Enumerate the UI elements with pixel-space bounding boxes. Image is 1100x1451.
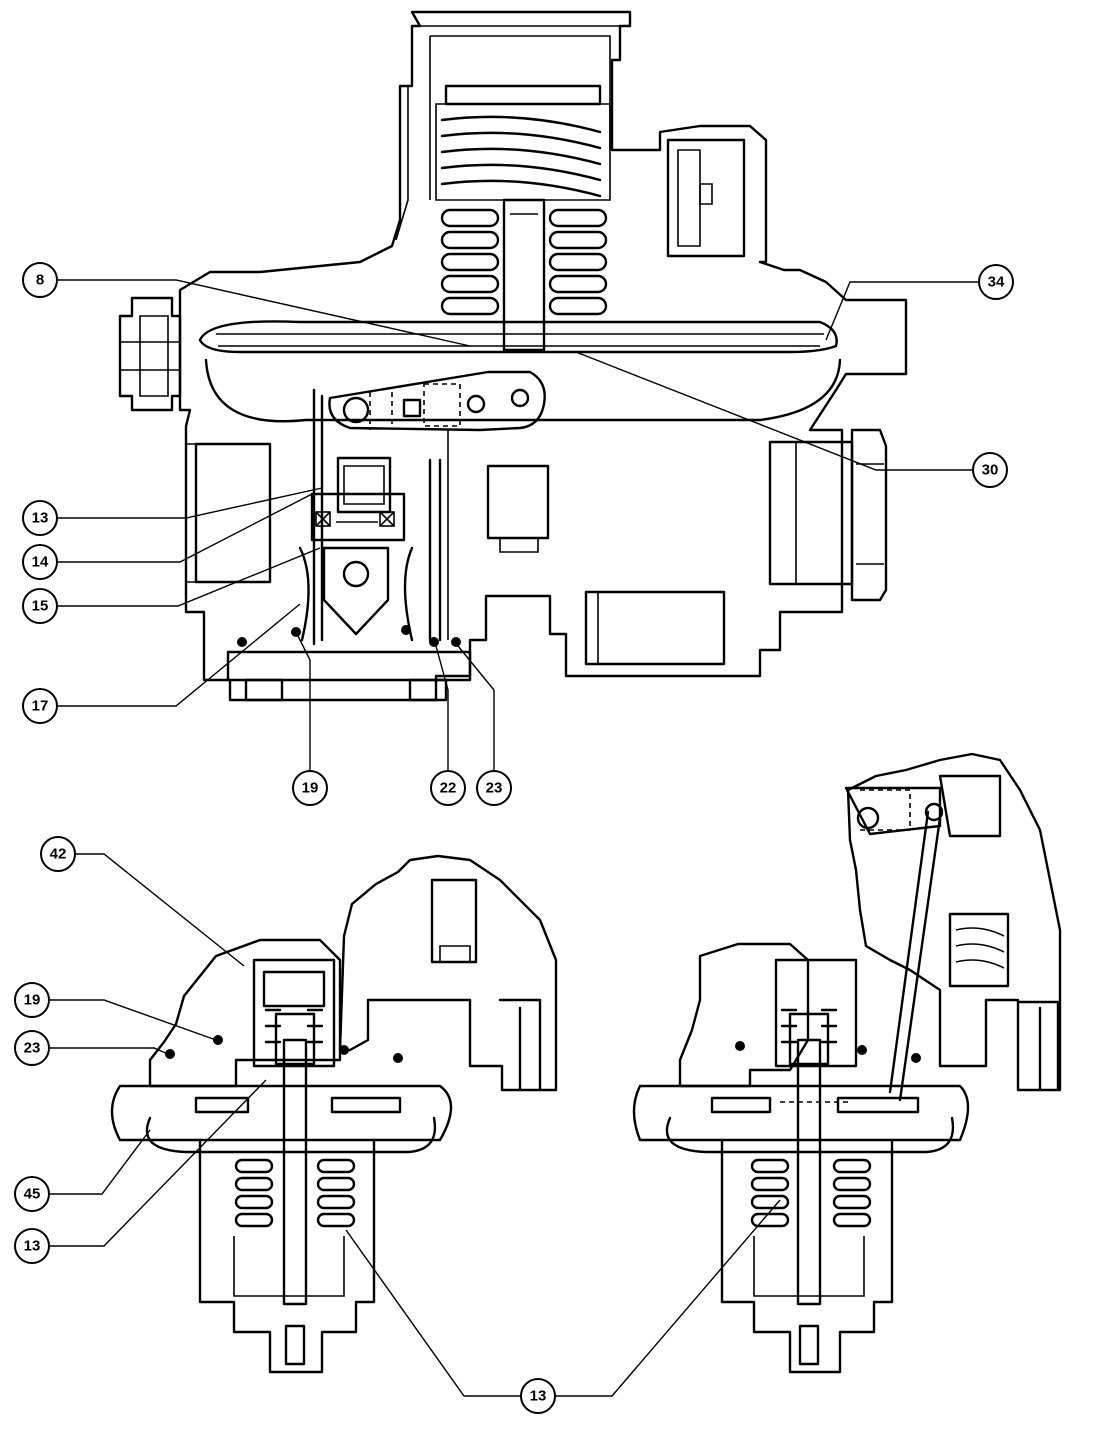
main-regulator-section (118, 10, 908, 702)
right-detail-section (632, 752, 1062, 1374)
inner-spring (440, 208, 608, 316)
callout-22: 22 (430, 770, 466, 806)
callout-19: 19 (14, 982, 50, 1018)
left-detail-section (110, 854, 558, 1374)
valve-assembly (298, 456, 414, 642)
callout-label: 14 (32, 554, 49, 571)
callout-label: 34 (988, 274, 1005, 291)
callout-13: 13 (22, 500, 58, 536)
callout-8: 8 (22, 262, 58, 298)
inlet-nut (768, 428, 888, 602)
callout-label: 15 (32, 598, 49, 615)
main-spring (440, 115, 602, 198)
diaphragm (198, 320, 842, 423)
callout-label: 17 (32, 698, 49, 715)
callout-label: 19 (302, 780, 319, 797)
callout-label: 13 (32, 510, 49, 527)
callout-14: 14 (22, 544, 58, 580)
callout-30: 30 (972, 452, 1008, 488)
right-detail-spring (750, 1008, 872, 1228)
callout-17: 17 (22, 688, 58, 724)
callout-34: 34 (978, 264, 1014, 300)
callout-42: 42 (40, 836, 76, 872)
callout-label: 13 (24, 1238, 41, 1255)
left-detail-spring (234, 1008, 356, 1228)
left-vent-bolt (118, 296, 182, 412)
leader-lines (50, 279, 980, 1397)
callout-23: 23 (14, 1030, 50, 1066)
callout-label: 42 (50, 846, 67, 863)
callout-label: 45 (24, 1186, 41, 1203)
callout-13: 13 (14, 1228, 50, 1264)
callout-13: 13 (520, 1378, 556, 1414)
callout-label: 30 (982, 462, 999, 479)
lever-arm (328, 370, 546, 432)
callout-label: 19 (24, 992, 41, 1009)
callout-label: 8 (36, 272, 44, 289)
callout-15: 15 (22, 588, 58, 624)
right-detail-small-spring (955, 927, 1005, 969)
callout-label: 23 (24, 1040, 41, 1057)
callout-label: 13 (530, 1388, 547, 1405)
callout-19: 19 (292, 770, 328, 806)
callout-45: 45 (14, 1176, 50, 1212)
callout-23: 23 (476, 770, 512, 806)
callout-label: 23 (486, 780, 503, 797)
callout-label: 22 (440, 780, 457, 797)
